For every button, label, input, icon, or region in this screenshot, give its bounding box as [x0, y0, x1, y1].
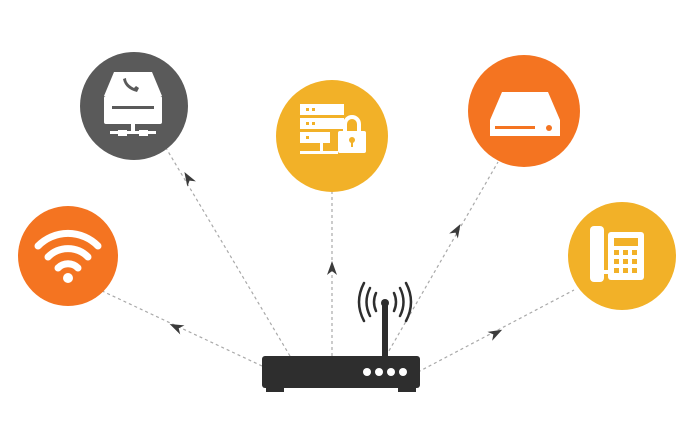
- arrowhead-secure-server: [327, 261, 337, 275]
- wifi-icon: [34, 229, 102, 283]
- connection-router-storage-drive: [385, 161, 499, 357]
- router: [262, 281, 420, 392]
- router-leds: [363, 368, 407, 376]
- secure-server-icon: [300, 104, 366, 154]
- arrowhead-storage-drive: [449, 223, 461, 239]
- router-body: [262, 356, 420, 388]
- router-antenna: [381, 299, 389, 359]
- voip-server-icon: [104, 72, 162, 136]
- desk-phone-icon: [590, 226, 644, 282]
- node-desk-phone: [568, 202, 676, 310]
- wireless-router-icon: [262, 356, 420, 392]
- signal-waves-icon: [357, 281, 413, 323]
- node-secure-server: [276, 80, 388, 192]
- connection-router-voip-server: [165, 147, 291, 357]
- arrowhead-wifi: [169, 324, 185, 335]
- node-storage-drive: [468, 55, 580, 167]
- connections: [99, 147, 575, 373]
- arrowheads: [169, 171, 503, 341]
- node-voip-server: [80, 52, 188, 160]
- arrowhead-desk-phone: [487, 329, 503, 341]
- storage-drive-icon: [490, 92, 560, 136]
- node-wifi: [18, 206, 118, 306]
- arrowhead-voip-server: [184, 171, 196, 187]
- connection-router-desk-phone: [417, 289, 575, 373]
- connection-router-wifi: [99, 289, 263, 367]
